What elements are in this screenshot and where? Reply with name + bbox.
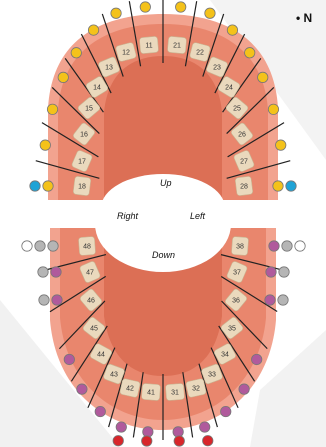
status-dot-gray <box>38 267 48 277</box>
status-dot-gray <box>282 241 292 251</box>
status-dot-yellow <box>175 2 185 12</box>
tooth-number: 32 <box>192 386 200 393</box>
tooth-number: 44 <box>97 352 105 359</box>
tooth-number: 22 <box>196 50 204 57</box>
status-dot-purple <box>95 406 105 416</box>
tooth-number: 11 <box>145 43 152 50</box>
status-dot-yellow <box>88 25 98 35</box>
status-dot-red <box>174 436 184 446</box>
status-dot-yellow <box>47 104 57 114</box>
status-dot-yellow <box>43 181 53 191</box>
status-dot-blue <box>286 181 296 191</box>
tooth-number: 34 <box>221 352 229 359</box>
status-dot-purple <box>77 384 87 394</box>
tooth-number: 15 <box>85 106 93 113</box>
tooth-number: 35 <box>228 326 236 333</box>
status-dot-purple <box>265 295 275 305</box>
tooth-number: 26 <box>238 132 246 139</box>
tooth-number: 16 <box>80 132 88 139</box>
tooth-number: 46 <box>87 298 95 305</box>
status-dot-yellow <box>58 72 68 82</box>
tooth-number: 13 <box>105 65 113 72</box>
header-text: • N <box>296 11 312 25</box>
status-dot-gray <box>48 241 58 251</box>
status-dot-gray <box>279 267 289 277</box>
status-dot-yellow <box>276 140 286 150</box>
status-dot-purple <box>52 295 62 305</box>
status-dot-purple <box>251 354 261 364</box>
label-left: Left <box>190 211 206 221</box>
status-dot-yellow <box>140 2 150 12</box>
status-dot-purple <box>239 384 249 394</box>
tooth-number: 47 <box>86 270 94 277</box>
status-dot-purple <box>200 422 210 432</box>
status-dot-purple <box>64 354 74 364</box>
tooth-number: 25 <box>233 106 241 113</box>
tooth-number: 18 <box>78 184 86 191</box>
label-down: Down <box>152 250 175 260</box>
status-dot-purple <box>116 422 126 432</box>
status-dot-red <box>113 436 123 446</box>
status-dot-yellow <box>40 140 50 150</box>
tooth-number: 33 <box>208 372 216 379</box>
status-dot-purple <box>51 267 61 277</box>
status-dot-yellow <box>71 48 81 58</box>
tooth-number: 38 <box>236 244 244 251</box>
status-dot-white <box>22 241 32 251</box>
status-dot-purple <box>221 406 231 416</box>
status-dot-yellow <box>258 72 268 82</box>
tooth-number: 43 <box>110 372 118 379</box>
label-right: Right <box>117 211 139 221</box>
status-dot-yellow <box>273 181 283 191</box>
status-dot-yellow <box>227 25 237 35</box>
status-dot-blue <box>30 181 40 191</box>
status-dot-yellow <box>111 8 121 18</box>
status-dot-purple <box>269 241 279 251</box>
label-up: Up <box>160 178 172 188</box>
tooth-number: 24 <box>225 85 233 92</box>
tooth-number: 37 <box>233 270 241 277</box>
status-dot-gray <box>278 295 288 305</box>
status-dot-red <box>203 436 213 446</box>
status-dot-yellow <box>245 48 255 58</box>
tooth-number: 45 <box>90 326 98 333</box>
status-dot-yellow <box>205 8 215 18</box>
tooth-number: 48 <box>83 244 91 251</box>
tooth-number: 17 <box>78 159 86 166</box>
tooth-number: 41 <box>147 390 155 397</box>
status-dot-gray <box>35 241 45 251</box>
tooth-number: 12 <box>122 50 130 57</box>
status-dot-purple <box>266 267 276 277</box>
status-dot-red <box>142 436 152 446</box>
tooth-number: 28 <box>240 184 248 191</box>
status-dot-yellow <box>268 104 278 114</box>
status-dot-white <box>295 241 305 251</box>
tooth-number: 42 <box>126 386 134 393</box>
tooth-number: 31 <box>171 390 179 397</box>
tooth-number: 36 <box>232 298 240 305</box>
tooth-number: 23 <box>213 65 221 72</box>
tooth-number: 21 <box>173 43 181 50</box>
tooth-number: 14 <box>93 85 101 92</box>
tooth-number: 27 <box>240 159 248 166</box>
status-dot-gray <box>39 295 49 305</box>
